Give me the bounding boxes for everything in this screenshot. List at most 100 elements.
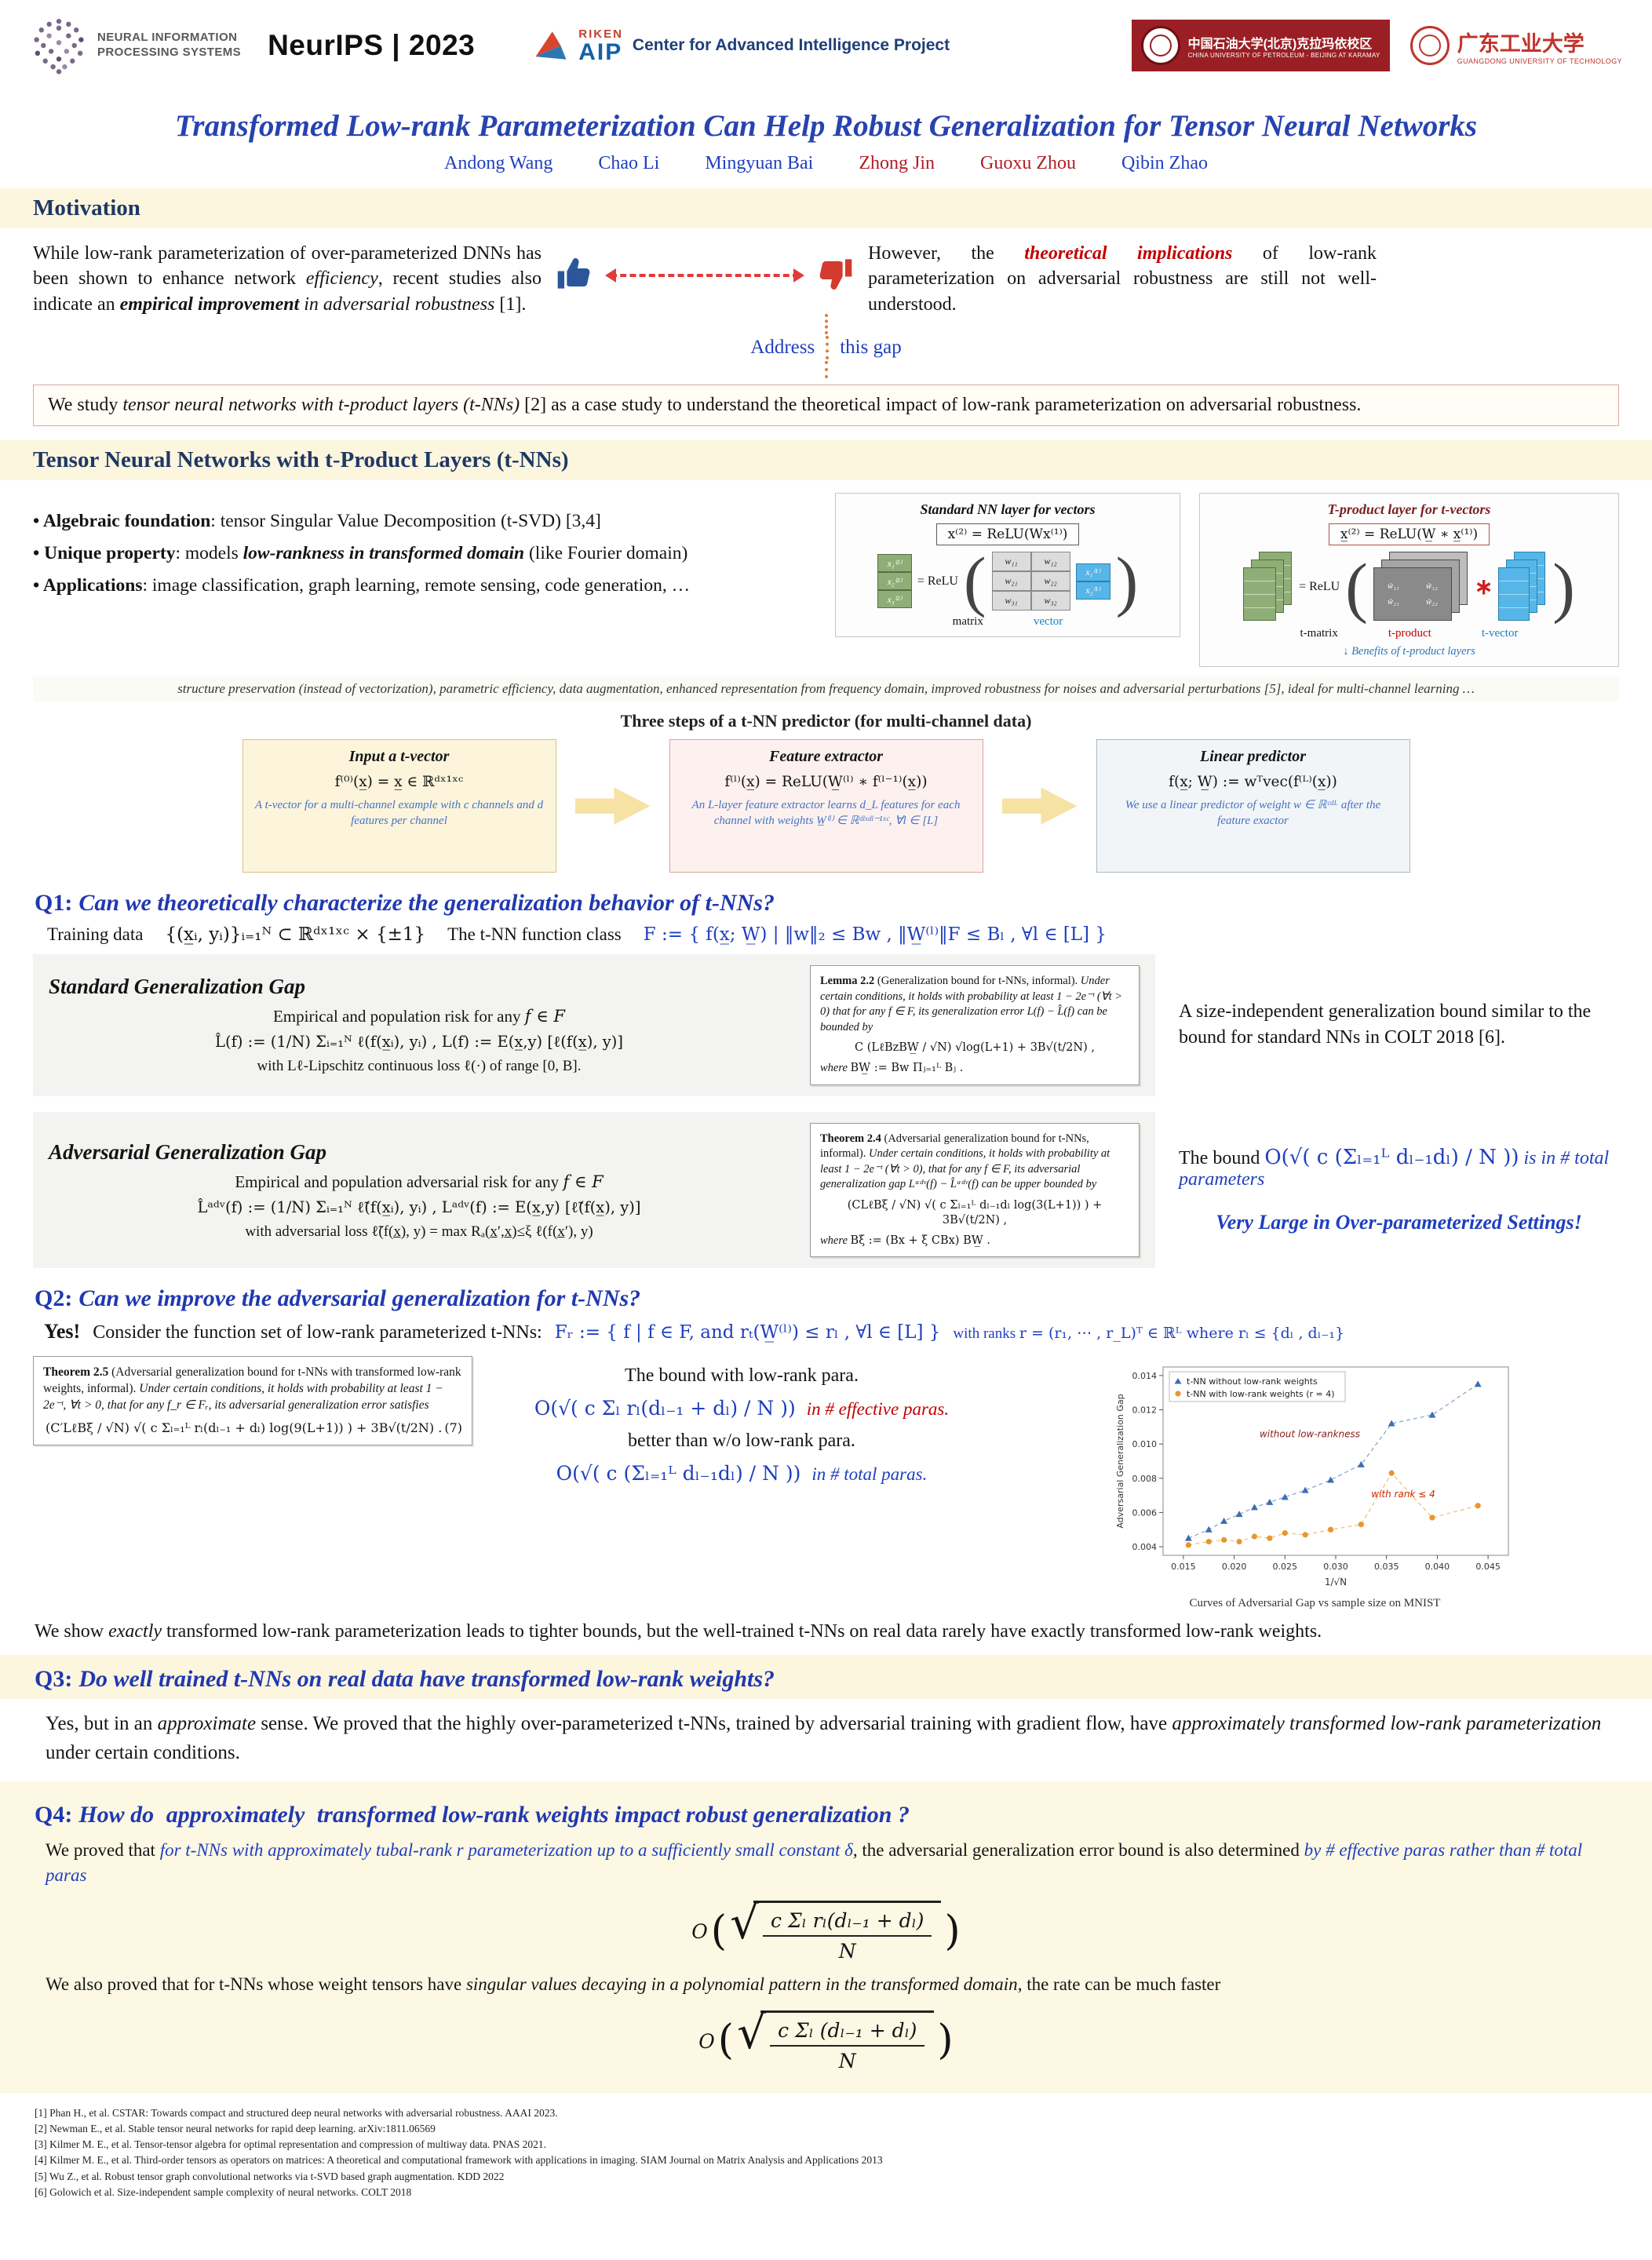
q3-answer: Yes, but in an approximate sense. We pro… xyxy=(46,1713,1602,1763)
three-steps-title: Three steps of a t-NN predictor (for mul… xyxy=(620,711,1032,731)
caip-label: Center for Advanced Intelligence Project xyxy=(632,36,950,54)
adversarial-gap-row: Adversarial Generalization Gap Empirical… xyxy=(33,1111,1619,1269)
reference-item: [3] Kilmer M. E., et al. Tensor-tensor a… xyxy=(35,2138,547,2151)
q2-section: Q2:Can we improve the adversarial genera… xyxy=(0,1285,1652,1642)
training-data-label: Training data xyxy=(47,924,144,945)
motivation-left-text: While low-rank parameterization of over-… xyxy=(33,243,542,315)
standard-layer-title: Standard NN layer for vectors xyxy=(920,501,1096,518)
lemma-2-2-formula: C (LℓBzBW̲ / √N) √log(L+1) + 3B√(t/2N) , xyxy=(855,1041,1095,1055)
svg-text:Adversarial Generalization Gap: Adversarial Generalization Gap xyxy=(1115,1394,1125,1529)
address-gap-connector: Address this gap xyxy=(0,314,1652,379)
lowrank-set-formula: Fᵣ := { f | f ∈ F, and rₜ(W̲⁽ˡ⁾) ≤ rₗ , … xyxy=(554,1322,941,1343)
tproduct-layer-formula: x̲⁽²⁾ = ReLU(W̲ ∗ x̲⁽¹⁾) xyxy=(1328,523,1490,546)
svg-text:0.025: 0.025 xyxy=(1272,1562,1297,1572)
motivation-section: Motivation While low-rank parameterizati… xyxy=(0,188,1652,427)
tnn-strip: Tensor Neural Networks with t-Product La… xyxy=(0,440,1652,481)
function-class-formula: F := { f(x̲; W̲) | ‖w‖₂ ≤ Bw , ‖W̲⁽ˡ⁾‖F … xyxy=(643,924,1107,946)
author: Guoxu Zhou xyxy=(979,153,1076,173)
tnn-bullet: Algebraic foundation: tensor Singular Va… xyxy=(33,505,816,538)
lowrank-bound-label: The bound with low-rank para. xyxy=(625,1365,859,1387)
tnn-benefits-line: structure preservation (instead of vecto… xyxy=(33,676,1619,702)
standard-gap-row: Standard Generalization Gap Empirical an… xyxy=(33,954,1619,1096)
adversarial-risk-formula: L̂ᵃᵈᵛ(f) := (1/N) Σᵢ₌₁ᴺ ℓ̃(f(x̲ᵢ), yᵢ) ,… xyxy=(197,1197,641,1216)
cup-logo: 中国石油大学(北京)克拉玛依校区 CHINA UNIVERSITY OF PET… xyxy=(1131,20,1390,71)
svg-text:0.004: 0.004 xyxy=(1132,1543,1157,1553)
author: Andong Wang xyxy=(444,153,553,173)
svg-text:0.035: 0.035 xyxy=(1373,1562,1399,1572)
ranks-definition: with ranks r = (r₁, ⋯ , r_L)ᵀ ∈ ℝᴸ where… xyxy=(953,1325,1345,1343)
standard-gap-title: Standard Generalization Gap xyxy=(49,975,306,999)
gdut-name-cn: 广东工业大学 xyxy=(1457,31,1585,56)
tproduct-layer-diagram: T-product layer for t-vectors x̲⁽²⁾ = Re… xyxy=(1199,493,1619,668)
gdut-emblem-icon xyxy=(1409,26,1450,65)
three-steps-row: Input a t-vector f⁽⁰⁾(x̲) = x̲ ∈ ℝᵈˣ¹ˣᶜ … xyxy=(0,739,1652,873)
q3-strip: Q3:Do well trained t-NNs on real data ha… xyxy=(0,1655,1652,1700)
tnn-bullet: Applications: image classification, grap… xyxy=(33,570,816,602)
down-arrow-icon: ↓ xyxy=(1343,645,1349,658)
reference-item: [2] Newman E., et al. Stable tensor neur… xyxy=(35,2122,436,2134)
standard-gap-panel: Standard Generalization Gap Empirical an… xyxy=(33,954,1155,1096)
theorem-2-4-box: Theorem 2.4 (Adversarial generalization … xyxy=(810,1122,1140,1258)
cup-name-cn: 中国石油大学(北京)克拉玛依校区 xyxy=(1187,37,1373,51)
step-arrow-icon xyxy=(1001,787,1078,825)
svg-text:t-NN without low-rank weights: t-NN without low-rank weights xyxy=(1187,1376,1318,1387)
yes-label: Yes! xyxy=(44,1320,81,1343)
motivation-heading: Motivation xyxy=(33,195,140,221)
training-data-formula: {(x̲ᵢ, yᵢ)}ᵢ₌₁ᴺ ⊂ ℝᵈˣ¹ˣᶜ × {±1} xyxy=(165,924,426,946)
total-bound-formula: O(√( c (Σₗ₌₁ᴸ dₗ₋₁dₗ) / N )) xyxy=(1264,1146,1519,1170)
function-class-label: The t-NN function class xyxy=(447,924,622,945)
chart-caption: Curves of Adversarial Gap vs sample size… xyxy=(1189,1597,1441,1610)
motivation-strip: Motivation xyxy=(0,188,1652,228)
better-than-label: better than w/o low-rank para. xyxy=(628,1431,855,1452)
step-linear-predictor: Linear predictor f(x̲; W̲) := wᵀvec(f⁽ᴸ⁾… xyxy=(1096,739,1410,873)
reference-item: [1] Phan H., et al. CSTAR: Towards compa… xyxy=(35,2106,558,2119)
neurips-2023-title: NeurIPS | 2023 xyxy=(268,29,476,61)
thumbs-up-icon xyxy=(557,258,590,289)
tvector-output-stack xyxy=(1243,552,1293,622)
lowrank-bound-formula: O(√( c Σₗ rₗ(dₗ₋₁ + dₗ) / N )) xyxy=(534,1397,796,1420)
svg-text:0.014: 0.014 xyxy=(1132,1371,1157,1381)
adversarial-gap-title: Adversarial Generalization Gap xyxy=(49,1139,327,1164)
standard-risk-formula: L̂(f) := (1/N) Σᵢ₌₁ᴺ ℓ(f(x̲ᵢ), yᵢ) , L(f… xyxy=(215,1033,623,1052)
q1-section: Q1:Can we theoretically characterize the… xyxy=(0,890,1652,1269)
motivation-row: While low-rank parameterization of over-… xyxy=(33,241,1619,317)
poster-title: Transformed Low-rank Parameterization Ca… xyxy=(174,109,1478,143)
q2-yes-row: Yes! Consider the function set of low-ra… xyxy=(44,1320,1345,1343)
very-large-note: Very Large in Over-parameterized Setting… xyxy=(1216,1211,1582,1234)
riken-origami-icon xyxy=(535,31,567,60)
tnn-section: Tensor Neural Networks with t-Product La… xyxy=(0,440,1652,873)
tnn-bullet: Unique property: models low-rankness in … xyxy=(33,538,816,570)
reference-item: [5] Wu Z., et al. Robust tensor graph co… xyxy=(35,2170,505,2182)
gdut-logo: 广东工业大学 GUANGDONG UNIVERSITY OF TECHNOLOG… xyxy=(1409,26,1622,65)
svg-text:0.015: 0.015 xyxy=(1171,1562,1196,1572)
gap-dashed-arrow xyxy=(605,268,804,282)
total-parameter-bound: The bound O(√( c (Σₗ₌₁ᴸ dₗ₋₁dₗ) / N )) i… xyxy=(1179,1146,1619,1234)
author: Chao Li xyxy=(598,153,660,173)
theorem-2-5-formula: (C′LℓBξ / √N) √( c Σₗ₌₁ᴸ rₗ(dₗ₋₁ + dₗ) l… xyxy=(46,1420,443,1436)
svg-text:with rank ≤ 4: with rank ≤ 4 xyxy=(1371,1489,1435,1500)
svg-text:1/√N: 1/√N xyxy=(1324,1577,1346,1587)
q3-section: Q3:Do well trained t-NNs on real data ha… xyxy=(0,1655,1652,1767)
input-vector: x₁⁽¹⁾ x₂⁽¹⁾ xyxy=(1075,563,1110,600)
header-bar: NEURAL INFORMATION PROCESSING SYSTEMS Ne… xyxy=(0,0,1652,88)
benefits-pointer: ↓ Benefits of t-product layers xyxy=(1343,645,1475,658)
q3-heading: Q3:Do well trained t-NNs on real data ha… xyxy=(35,1666,775,1693)
study-statement-box: We study tensor neural networks with t-p… xyxy=(33,385,1619,427)
author-list: Andong Wang Chao Li Mingyuan Bai Zhong J… xyxy=(0,153,1652,174)
adversarial-gap-panel: Adversarial Generalization Gap Empirical… xyxy=(33,1111,1155,1269)
q4-formula-1: O( √c Σₗ rₗ(dₗ₋₁ + dₗ)N ) xyxy=(691,1896,961,1963)
loss-description: with Lℓ-Lipschitz continuous loss ℓ(·) o… xyxy=(257,1058,582,1075)
equation-number: (7) xyxy=(444,1420,462,1436)
q4-paragraph-2: We also proved that for t-NNs whose weig… xyxy=(46,1974,1221,1995)
author: Zhong Jin xyxy=(859,153,935,173)
tproduct-star: ∗ xyxy=(1474,575,1493,600)
reference-item: [4] Kilmer M. E., et al. Third-order ten… xyxy=(35,2154,883,2167)
neurips-wordmark: NEURAL INFORMATION PROCESSING SYSTEMS xyxy=(97,31,241,60)
tproduct-layer-title: T-product layer for t-vectors xyxy=(1327,501,1491,518)
svg-text:0.012: 0.012 xyxy=(1132,1405,1157,1416)
